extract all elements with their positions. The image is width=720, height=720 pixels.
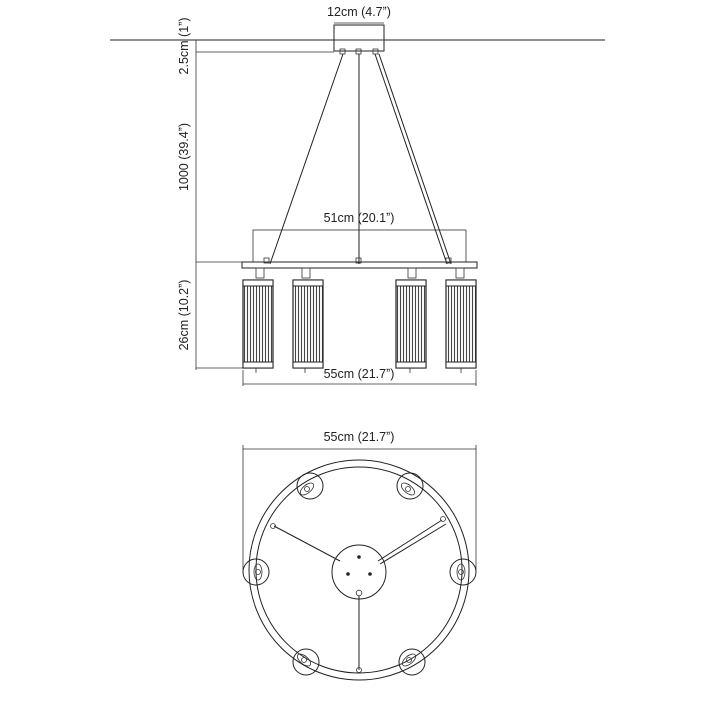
label-frame-width: 51cm (20.1ˮ) <box>324 211 395 225</box>
lamp-holder-top-left <box>296 472 324 500</box>
shade-2 <box>292 279 324 369</box>
shade-3 <box>395 279 427 369</box>
cable-right-b <box>378 53 452 265</box>
arm-right-a <box>377 519 443 562</box>
label-suspension-length: 1000 (39.4ˮ) <box>177 123 191 191</box>
label-canopy-width: 12cm (4.7ˮ) <box>327 5 391 19</box>
label-canopy-height: 2.5cm (1ˮ) <box>177 18 191 75</box>
label-shade-height: 26cm (10.2ˮ) <box>177 280 191 351</box>
ring-outer <box>248 459 470 681</box>
lamp-holder-bottom-right <box>398 648 426 676</box>
lamp-holder-bottom-left <box>292 648 320 676</box>
label-overall-width-side: 55cm (21.7ˮ) <box>324 367 395 381</box>
side-view: 12cm (4.7ˮ) 51cm (20.1ˮ) <box>110 5 605 386</box>
cable-left <box>269 53 344 265</box>
center-hub <box>331 544 387 600</box>
cable-right-a <box>374 53 448 265</box>
shade-4 <box>445 279 477 369</box>
top-view: 55cm (21.7ˮ) <box>242 430 477 681</box>
lamp-holder-left <box>242 558 270 586</box>
label-overall-width-top: 55cm (21.7ˮ) <box>324 430 395 444</box>
canopy <box>333 24 385 52</box>
lamp-holder-right <box>449 558 477 586</box>
frame-bar <box>241 261 478 269</box>
arm-left <box>273 525 341 562</box>
shade-1 <box>242 279 274 369</box>
arm-right-b <box>379 523 447 565</box>
lamp-holder-top-right <box>396 472 424 500</box>
